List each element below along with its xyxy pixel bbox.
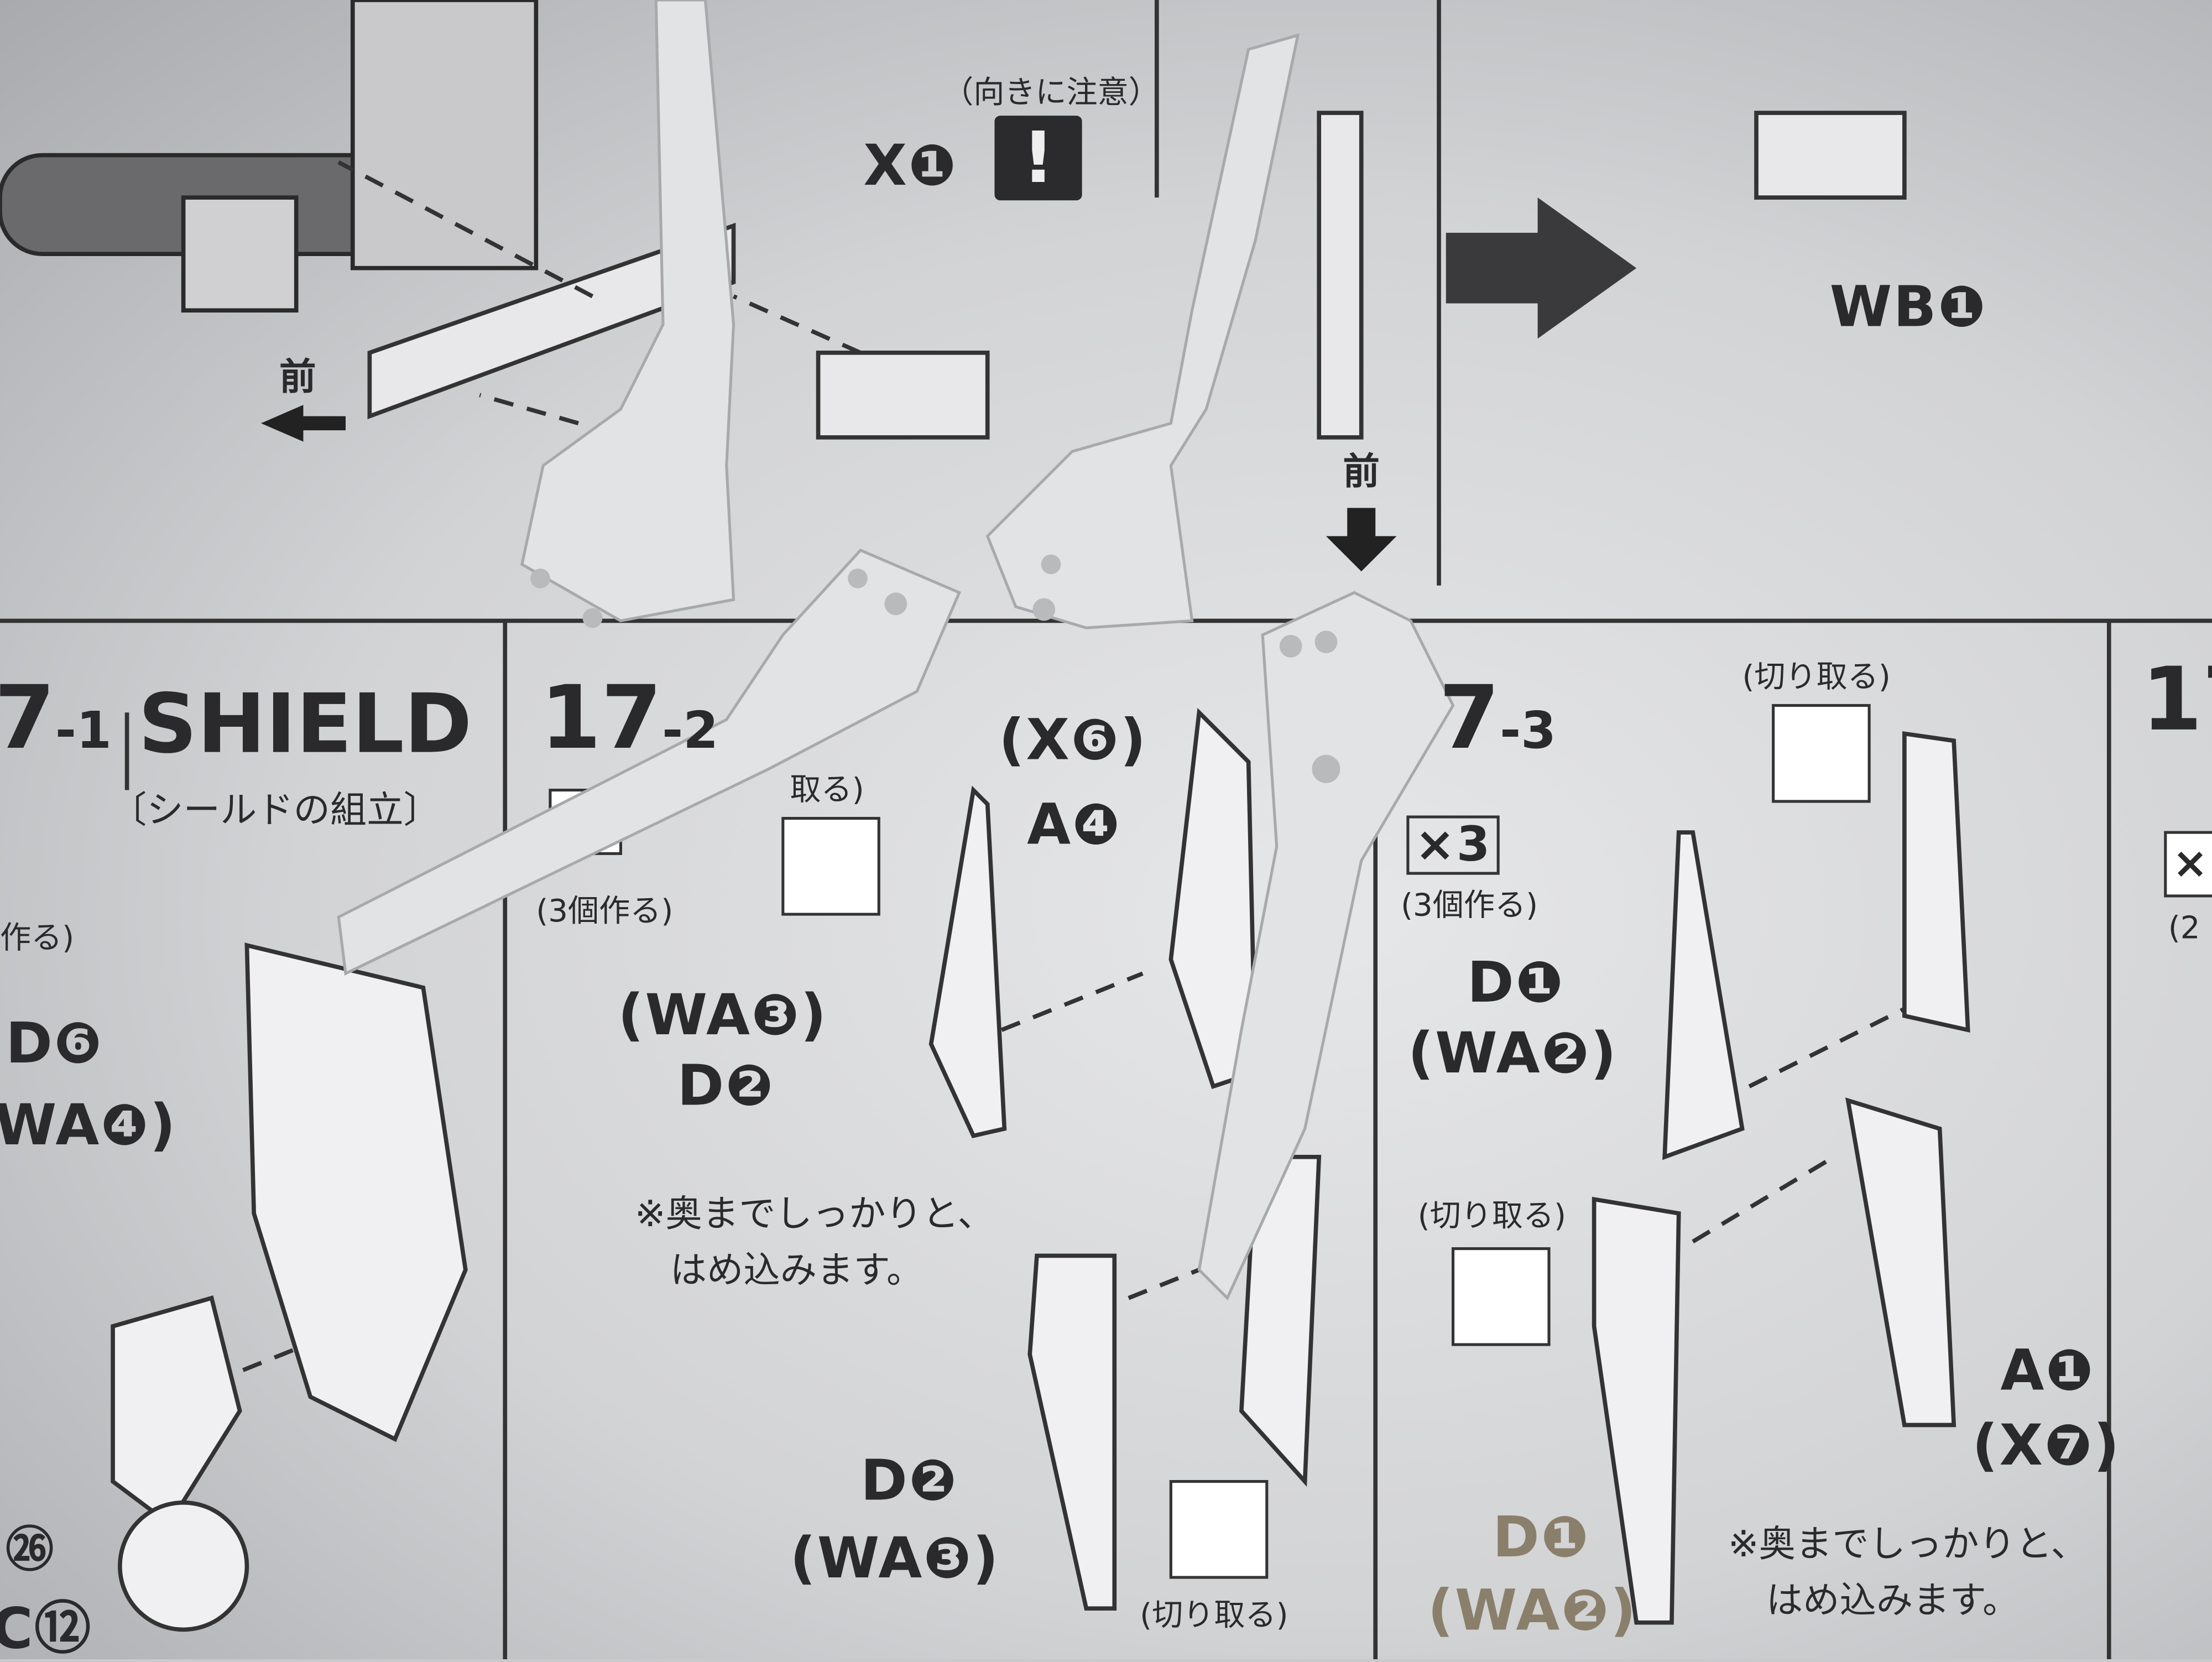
warning-icon: !	[994, 116, 1082, 201]
make-note: 作る)	[0, 921, 75, 957]
step-number-17-2: 17-2	[540, 666, 719, 769]
left-arrow	[260, 405, 346, 442]
plastic-blade-part	[337, 548, 962, 976]
part-label-x6: (X❻)	[999, 708, 1147, 773]
part-label-d1: D❶	[1467, 951, 1565, 1016]
plastic-blade-part	[985, 33, 1300, 629]
part-label-d1: D❶	[1492, 1505, 1590, 1571]
part-label-26: ㉖	[6, 1522, 55, 1579]
part-label-a4: A❹	[1027, 793, 1121, 858]
step-number-17-3: 7-3	[1439, 666, 1557, 769]
plastic-holes	[530, 554, 1340, 783]
part-label-wa3: (WA❸)	[790, 1526, 1000, 1592]
front-label: 前	[1343, 451, 1380, 494]
part-label-wa4: WA❹)	[0, 1093, 177, 1159]
step-number-17-1: 7-1	[0, 666, 112, 769]
right-arrow	[1446, 197, 1637, 339]
make-note: (3個作る)	[1401, 889, 1538, 924]
part-label-a1: A❶	[2000, 1338, 2095, 1404]
part-label-d2: D❷	[677, 1054, 775, 1119]
down-arrow	[1326, 508, 1397, 572]
part-label-c12: C⑫	[0, 1597, 92, 1662]
instruction-text: ※奥までしっかりと、	[1728, 1524, 2088, 1566]
cut-note: 取る)	[790, 773, 864, 809]
cut-note: (切り取る)	[1140, 1598, 1288, 1634]
step-title: SHIELD	[138, 675, 472, 772]
part-label-wa2: (WA❷)	[1407, 1021, 1618, 1087]
front-label: 前	[279, 357, 316, 399]
instruction-text: はめ込みます。	[670, 1250, 924, 1293]
cut-note: (切り取る)	[1417, 1199, 1567, 1235]
part-label-wa2: (WA❷)	[1427, 1578, 1637, 1644]
make-note: (2	[2168, 911, 2200, 947]
nipper-icons	[549, 704, 2212, 1579]
plastic-blade-part	[1197, 591, 1455, 1301]
printed-parts	[111, 707, 1970, 1632]
orientation-note: （向きに注意）	[942, 76, 1160, 112]
step-subtitle: 〔シールドの組立〕	[109, 790, 440, 833]
instruction-text: はめ込みます。	[1766, 1580, 2020, 1623]
part-label-x7: (X❼)	[1972, 1414, 2121, 1479]
rifle-illustration	[0, 0, 539, 313]
part-label-d2: D❷	[860, 1449, 958, 1514]
count-badge: ×3	[1406, 815, 1500, 875]
instruction-text: ※奥までしっかりと、	[634, 1194, 994, 1236]
step-number-next: 17	[2141, 647, 2212, 751]
part-label-d6: D❻	[6, 1012, 103, 1077]
part-label-wa3: (WA❸)	[618, 983, 828, 1049]
part-label-wb1: WB❶	[1829, 275, 1987, 340]
rail-illustration	[367, 111, 1907, 440]
plastic-blade-part	[520, 0, 735, 623]
part-label-x1: X❶	[863, 134, 958, 199]
plastic-parts	[337, 0, 1455, 1301]
shield-illustration	[244, 942, 468, 1442]
cut-note: (切り取る)	[1742, 660, 1891, 696]
make-note: (3個作る)	[536, 894, 674, 930]
count-badge: ×	[2172, 839, 2210, 889]
